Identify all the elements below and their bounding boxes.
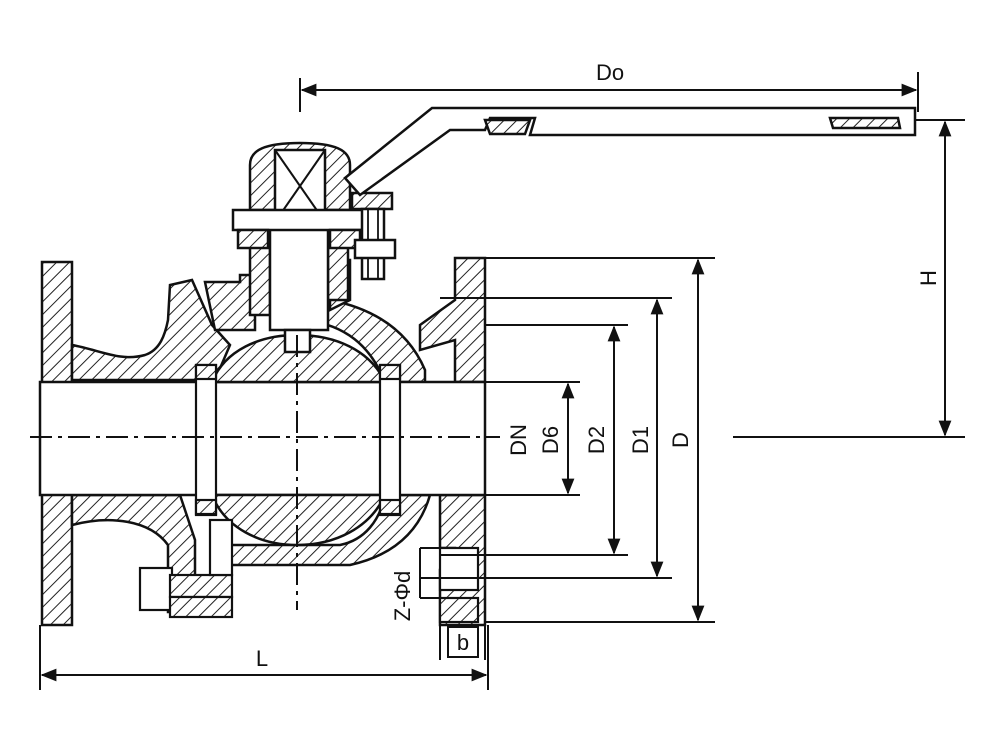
label-b: b [457,630,469,655]
label-D6: D6 [538,426,563,454]
dimension-labels: Do H DN D6 D2 D1 D Z-Φd b L [256,60,941,671]
label-Do: Do [596,60,624,85]
valve-seats [194,363,402,517]
flange-bolts [138,518,234,619]
gland-housing [203,273,257,332]
label-DN: DN [506,424,531,456]
label-D1: D1 [628,426,653,454]
label-H: H [916,270,941,286]
label-D: D [668,432,693,448]
label-Zd: Z-Φd [390,571,415,622]
packing [248,243,272,317]
centre-lines [30,335,965,610]
handle-lever [343,106,917,197]
left-flange-lower [40,490,74,627]
b-box [447,626,479,658]
stop-bolt [350,191,394,211]
bolt-hole [438,546,480,624]
label-L: L [256,646,268,671]
right-flange [418,256,487,384]
label-D2: D2 [584,426,609,454]
left-flange [40,260,74,397]
stem-assembly [203,141,397,354]
valve-bore [38,380,487,497]
dimension-lines [39,72,965,690]
left-body-upper [70,278,232,382]
